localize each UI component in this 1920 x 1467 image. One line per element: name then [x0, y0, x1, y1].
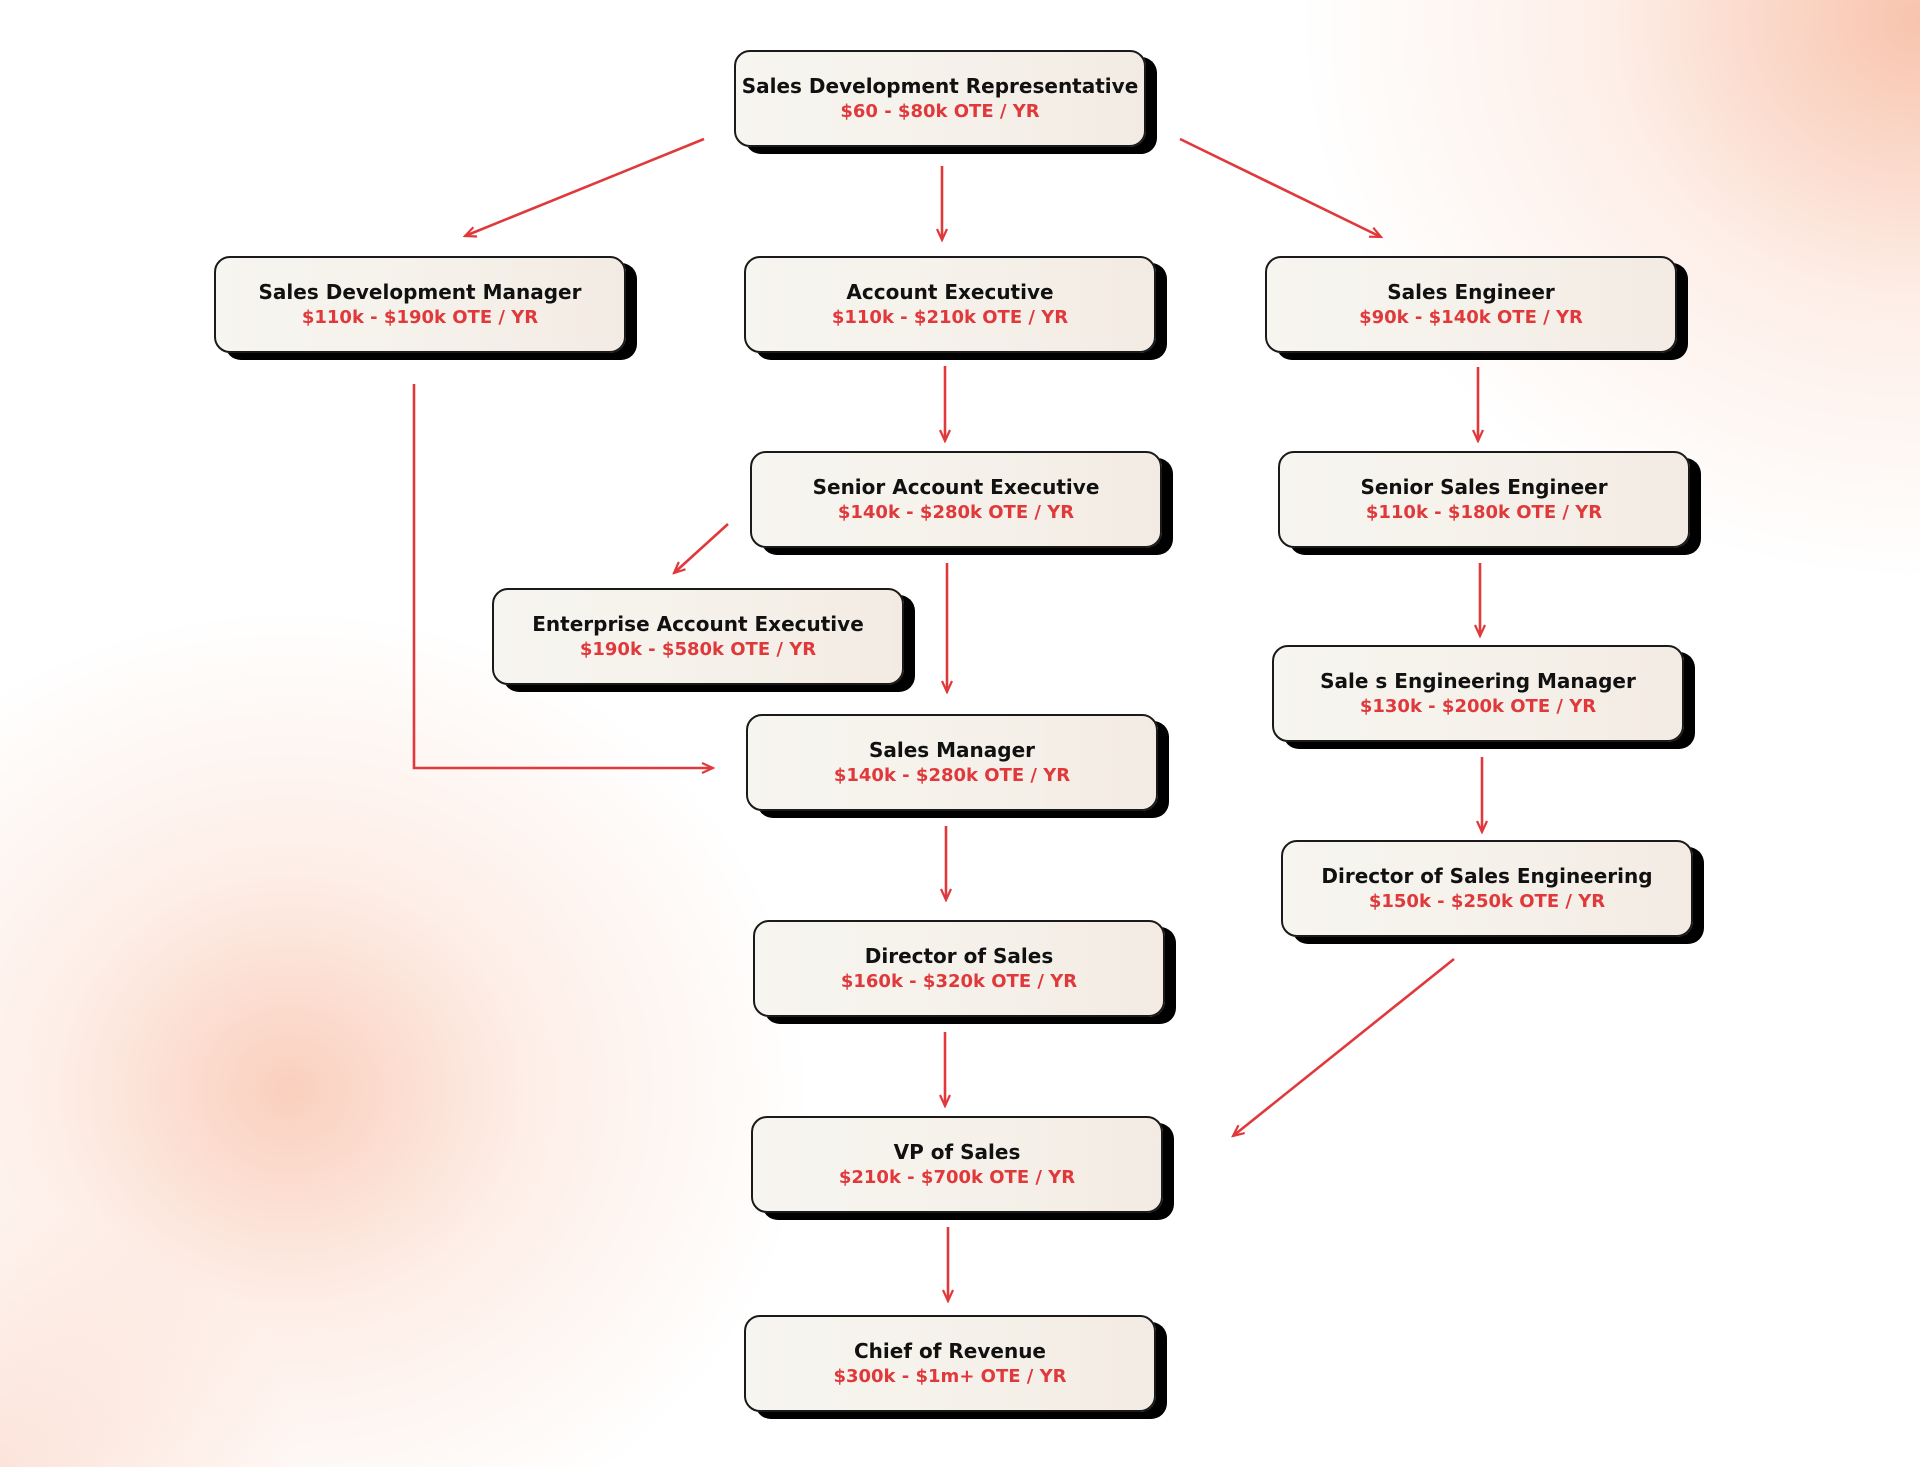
- node-title: Director of Sales: [864, 943, 1054, 968]
- node-director-of-sales: Director of Sales $160k - $320k OTE / YR: [753, 920, 1165, 1017]
- arrow-sdr-to-sdm: [465, 137, 705, 236]
- node-title: Senior Account Executive: [812, 474, 1100, 499]
- node-director-of-sales-engineering: Director of Sales Engineering $150k - $2…: [1281, 840, 1693, 937]
- node-salary: $90k - $140k OTE / YR: [1359, 306, 1583, 328]
- node-salary: $140k - $280k OTE / YR: [837, 501, 1075, 523]
- node-title: Sales Manager: [868, 737, 1036, 762]
- node-sales-manager: Sales Manager $140k - $280k OTE / YR: [746, 714, 1158, 811]
- node-title: Enterprise Account Executive: [532, 611, 864, 636]
- arrow-dse-to-vp: [1233, 957, 1455, 1136]
- node-title: VP of Sales: [893, 1139, 1021, 1164]
- node-title: Senior Sales Engineer: [1360, 474, 1608, 499]
- node-salary: $110k - $180k OTE / YR: [1365, 501, 1603, 523]
- node-title: Chief of Revenue: [853, 1338, 1046, 1363]
- node-salary: $60 - $80k OTE / YR: [840, 100, 1040, 122]
- node-vp-of-sales: VP of Sales $210k - $700k OTE / YR: [751, 1116, 1163, 1213]
- node-title: Sales Engineer: [1387, 279, 1555, 304]
- node-title: Sales Development Manager: [258, 279, 582, 304]
- node-salary: $300k - $1m+ OTE / YR: [833, 1365, 1067, 1387]
- node-title: Director of Sales Engineering: [1321, 863, 1653, 888]
- node-salary: $190k - $580k OTE / YR: [579, 638, 817, 660]
- node-sales-engineer: Sales Engineer $90k - $140k OTE / YR: [1265, 256, 1677, 353]
- node-senior-account-executive: Senior Account Executive $140k - $280k O…: [750, 451, 1162, 548]
- node-title: Sales Development Representative: [741, 73, 1139, 98]
- node-title: Account Executive: [846, 279, 1054, 304]
- node-account-executive: Account Executive $110k - $210k OTE / YR: [744, 256, 1156, 353]
- node-sales-engineering-manager: Sale s Engineering Manager $130k - $200k…: [1272, 645, 1684, 742]
- node-sales-development-manager: Sales Development Manager $110k - $190k …: [214, 256, 626, 353]
- node-salary: $110k - $210k OTE / YR: [831, 306, 1069, 328]
- node-enterprise-account-executive: Enterprise Account Executive $190k - $58…: [492, 588, 904, 685]
- node-title: Sale s Engineering Manager: [1320, 668, 1636, 693]
- arrow-sdm-to-sm: [412, 384, 713, 768]
- arrow-sdr-to-se: [1179, 137, 1381, 239]
- node-salary: $160k - $320k OTE / YR: [840, 970, 1078, 992]
- node-salary: $140k - $280k OTE / YR: [833, 764, 1071, 786]
- node-salary: $210k - $700k OTE / YR: [838, 1166, 1076, 1188]
- node-chief-of-revenue: Chief of Revenue $300k - $1m+ OTE / YR: [744, 1315, 1156, 1412]
- node-salary: $110k - $190k OTE / YR: [301, 306, 539, 328]
- node-senior-sales-engineer: Senior Sales Engineer $110k - $180k OTE …: [1278, 451, 1690, 548]
- node-salary: $150k - $250k OTE / YR: [1368, 890, 1606, 912]
- arrow-sae-to-eae: [674, 523, 729, 573]
- node-salary: $130k - $200k OTE / YR: [1359, 695, 1597, 717]
- node-sales-development-representative: Sales Development Representative $60 - $…: [734, 50, 1146, 147]
